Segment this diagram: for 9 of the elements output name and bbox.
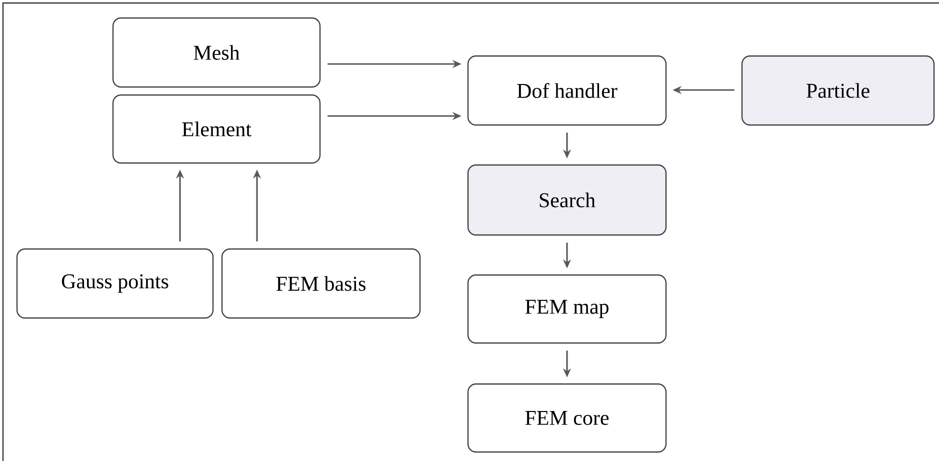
process-box: FEM core [467,383,667,453]
process-box: Gauss points [16,248,214,319]
process-box: Element [112,94,321,164]
process-box: Mesh [112,17,321,88]
process-box: Search [467,164,667,236]
process-box: Dof handler [467,55,667,126]
process-box: Particle [741,55,935,126]
process-box: FEM basis [221,248,421,319]
process-box: FEM map [467,274,667,344]
